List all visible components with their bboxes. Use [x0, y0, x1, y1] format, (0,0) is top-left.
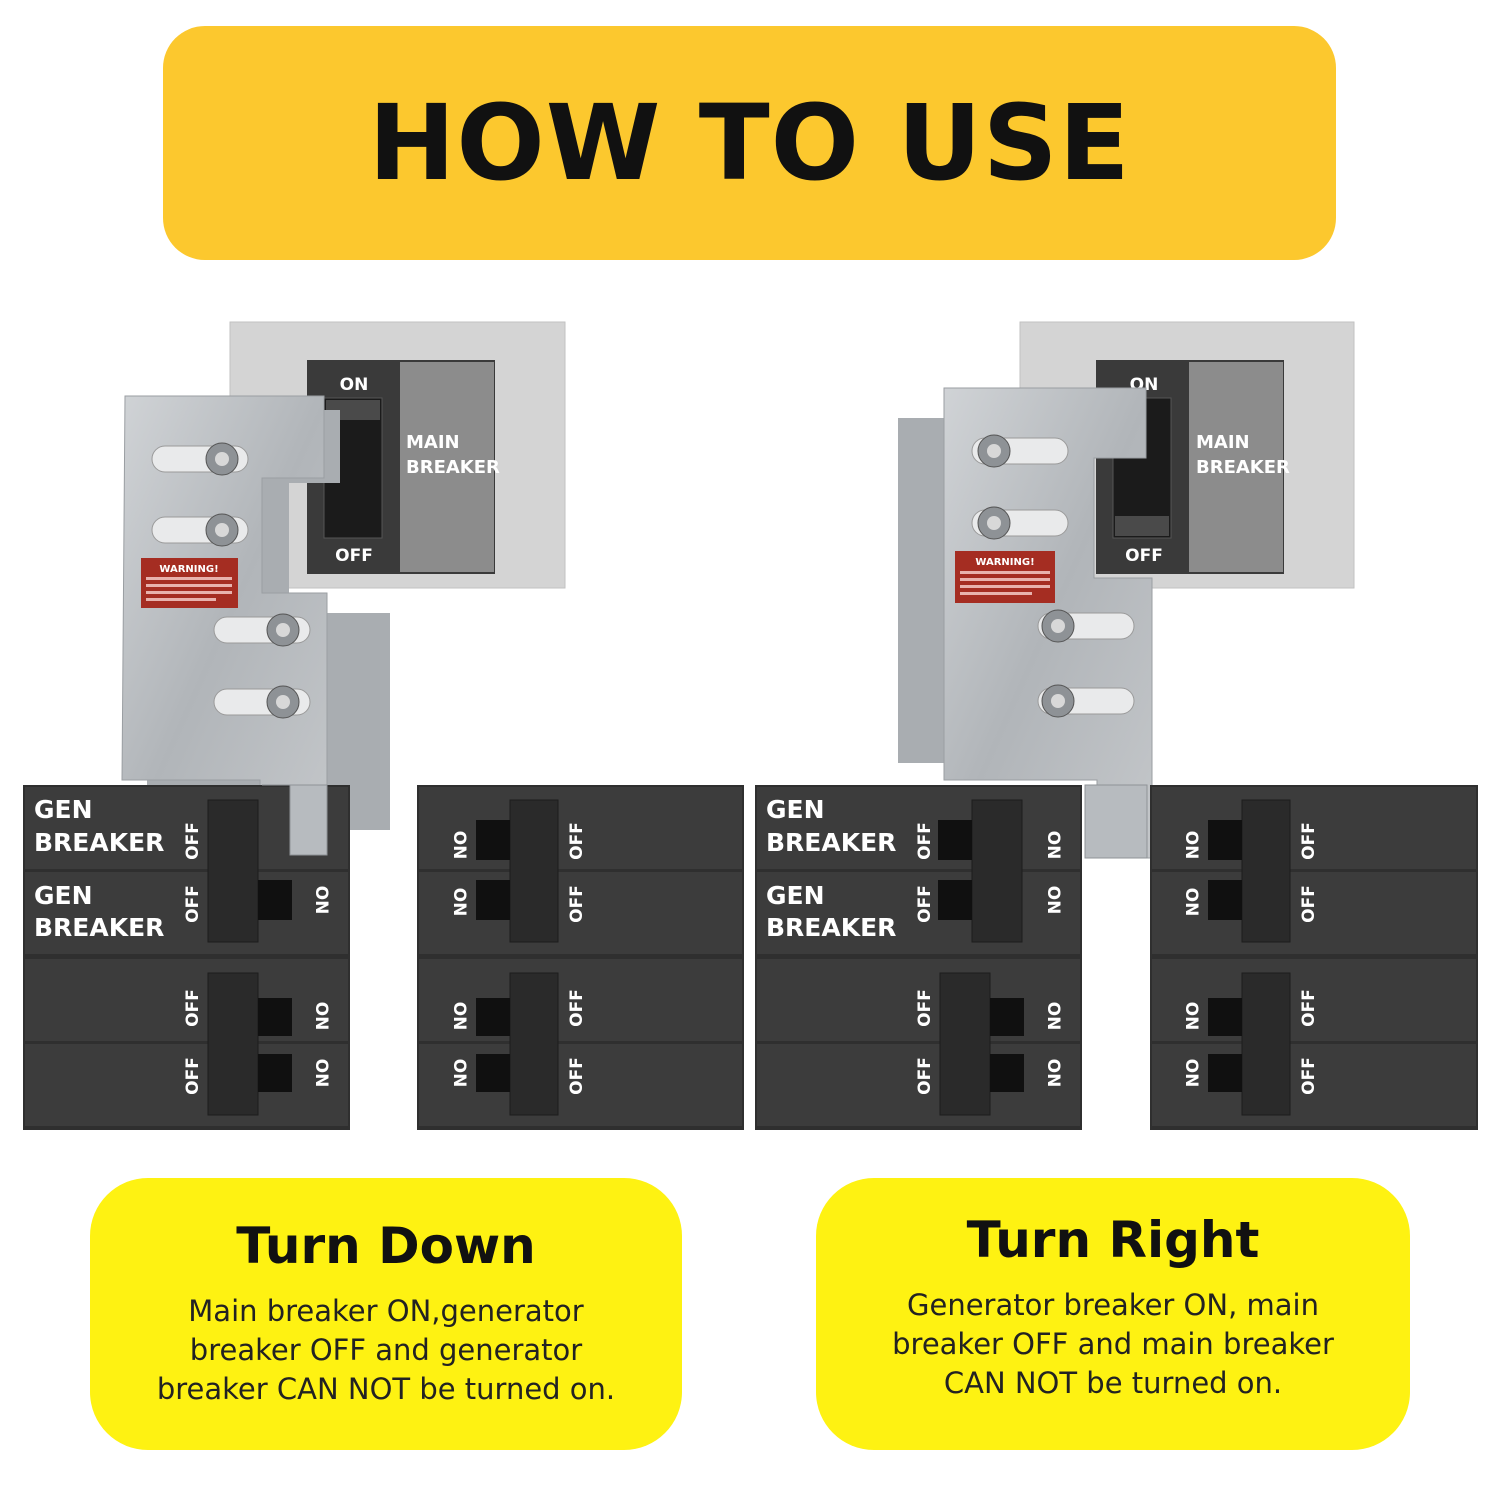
gen-breaker-label-line1: GEN [766, 795, 825, 824]
toggle-on-label: ON [1043, 1002, 1063, 1031]
caption-line: breaker OFF and generator [189, 1333, 583, 1367]
interlock-plate: WARNING! [943, 387, 1153, 859]
toggle-off-label: OFF [567, 989, 587, 1027]
toggle-on-label: ON [1043, 1059, 1063, 1088]
caption-body: Main breaker ON,generator breaker OFF an… [90, 1292, 682, 1409]
toggle-off-label: OFF [183, 1057, 203, 1095]
toggle-off-label: OFF [915, 885, 935, 923]
gen-breaker-label-line2: BREAKER [34, 913, 164, 942]
bolt-icon [1041, 684, 1075, 718]
gen-breaker-handle[interactable] [207, 799, 259, 943]
bolt-icon [266, 613, 300, 647]
main-breaker-name-line2: BREAKER [1196, 457, 1290, 478]
caption-turn-right: Turn Right Generator breaker ON, main br… [816, 1178, 1410, 1450]
toggle-off-label: OFF [915, 1057, 935, 1095]
toggle-on-label: ON [1043, 886, 1063, 915]
toggle-on-label: ON [1043, 831, 1063, 860]
breaker-handle[interactable] [939, 972, 991, 1116]
gen-breaker-handle[interactable] [971, 799, 1023, 943]
caption-line: breaker CAN NOT be turned on. [156, 1372, 616, 1406]
toggle-on-label: ON [449, 1002, 469, 1031]
toggle-on-label: ON [311, 886, 331, 915]
interlock-plate: WARNING! [121, 395, 328, 856]
gen-breaker-label-line1: GEN [766, 881, 825, 910]
main-breaker-handle[interactable] [1115, 516, 1169, 536]
banner-title: HOW TO USE [368, 82, 1131, 204]
bolt-icon [977, 506, 1011, 540]
breaker-handle[interactable] [1241, 799, 1291, 943]
toggle-on-label: ON [1181, 888, 1201, 917]
toggle-off-label: OFF [1299, 822, 1319, 860]
bolt-icon [205, 442, 239, 476]
breaker-handle[interactable] [207, 972, 259, 1116]
breaker-panel-gen: GEN BREAKER GEN BREAKER OFF OFF ON ON OF… [755, 785, 1082, 1130]
warning-title: WARNING! [975, 557, 1034, 568]
main-breaker-name-line2: BREAKER [406, 457, 500, 478]
toggle-on-label: ON [449, 888, 469, 917]
toggle-on-label: ON [449, 1059, 469, 1088]
interlock-diagram-turn-down: ON OFF MAIN BREAKER WARNING! [23, 321, 744, 1130]
toggle-on-label: ON [311, 1059, 331, 1088]
toggle-off-label: OFF [1299, 989, 1319, 1027]
toggle-on-label: ON [1181, 831, 1201, 860]
breaker-handle[interactable] [509, 799, 559, 943]
caption-line: Main breaker ON,generator [188, 1294, 584, 1328]
warning-title: WARNING! [159, 564, 218, 575]
breaker-panel: ON ON ON ON OFF OFF OFF OFF [417, 785, 744, 1130]
main-breaker-off-label: OFF [1125, 546, 1163, 566]
main-breaker-off-label: OFF [335, 546, 373, 566]
breaker-handle[interactable] [509, 972, 559, 1116]
bolt-icon [977, 434, 1011, 468]
toggle-off-label: OFF [183, 822, 203, 860]
toggle-off-label: OFF [915, 822, 935, 860]
gen-breaker-label-line2: BREAKER [34, 828, 164, 857]
caption-title: Turn Down [236, 1217, 536, 1275]
toggle-on-label: ON [1181, 1002, 1201, 1031]
caption-line: breaker OFF and main breaker [892, 1327, 1334, 1361]
caption-turn-down: Turn Down Main breaker ON,generator brea… [90, 1178, 682, 1450]
toggle-off-label: OFF [915, 989, 935, 1027]
main-breaker-name-line1: MAIN [406, 432, 460, 453]
toggle-off-label: OFF [567, 822, 587, 860]
bolt-icon [1041, 609, 1075, 643]
warning-label: WARNING! [955, 551, 1055, 603]
how-to-use-banner: HOW TO USE [163, 26, 1336, 260]
caption-line: CAN NOT be turned on. [943, 1366, 1283, 1400]
interlock-diagram-turn-right: ON OFF MAIN BREAKER WARNING! [755, 321, 1478, 1130]
gen-breaker-label-line2: BREAKER [766, 828, 896, 857]
warning-label: WARNING! [141, 558, 238, 608]
main-breaker-on-label: ON [340, 375, 369, 395]
gen-breaker-label-line1: GEN [34, 795, 93, 824]
toggle-on-label: ON [449, 831, 469, 860]
breaker-handle[interactable] [1241, 972, 1291, 1116]
toggle-off-label: OFF [183, 989, 203, 1027]
toggle-off-label: OFF [1299, 1057, 1319, 1095]
toggle-off-label: OFF [567, 1057, 587, 1095]
bolt-icon [205, 513, 239, 547]
toggle-off-label: OFF [567, 885, 587, 923]
caption-line: Generator breaker ON, main [907, 1288, 1319, 1322]
bolt-icon [266, 685, 300, 719]
gen-breaker-label-line1: GEN [34, 881, 93, 910]
toggle-on-label: ON [311, 1002, 331, 1031]
gen-breaker-label-line2: BREAKER [766, 913, 896, 942]
main-breaker-name-line1: MAIN [1196, 432, 1250, 453]
caption-body: Generator breaker ON, main breaker OFF a… [816, 1286, 1410, 1403]
toggle-off-label: OFF [183, 885, 203, 923]
toggle-on-label: ON [1181, 1059, 1201, 1088]
caption-title: Turn Right [966, 1211, 1260, 1269]
breaker-panel: ON ON ON ON OFF OFF OFF OFF [1150, 785, 1478, 1130]
toggle-off-label: OFF [1299, 885, 1319, 923]
